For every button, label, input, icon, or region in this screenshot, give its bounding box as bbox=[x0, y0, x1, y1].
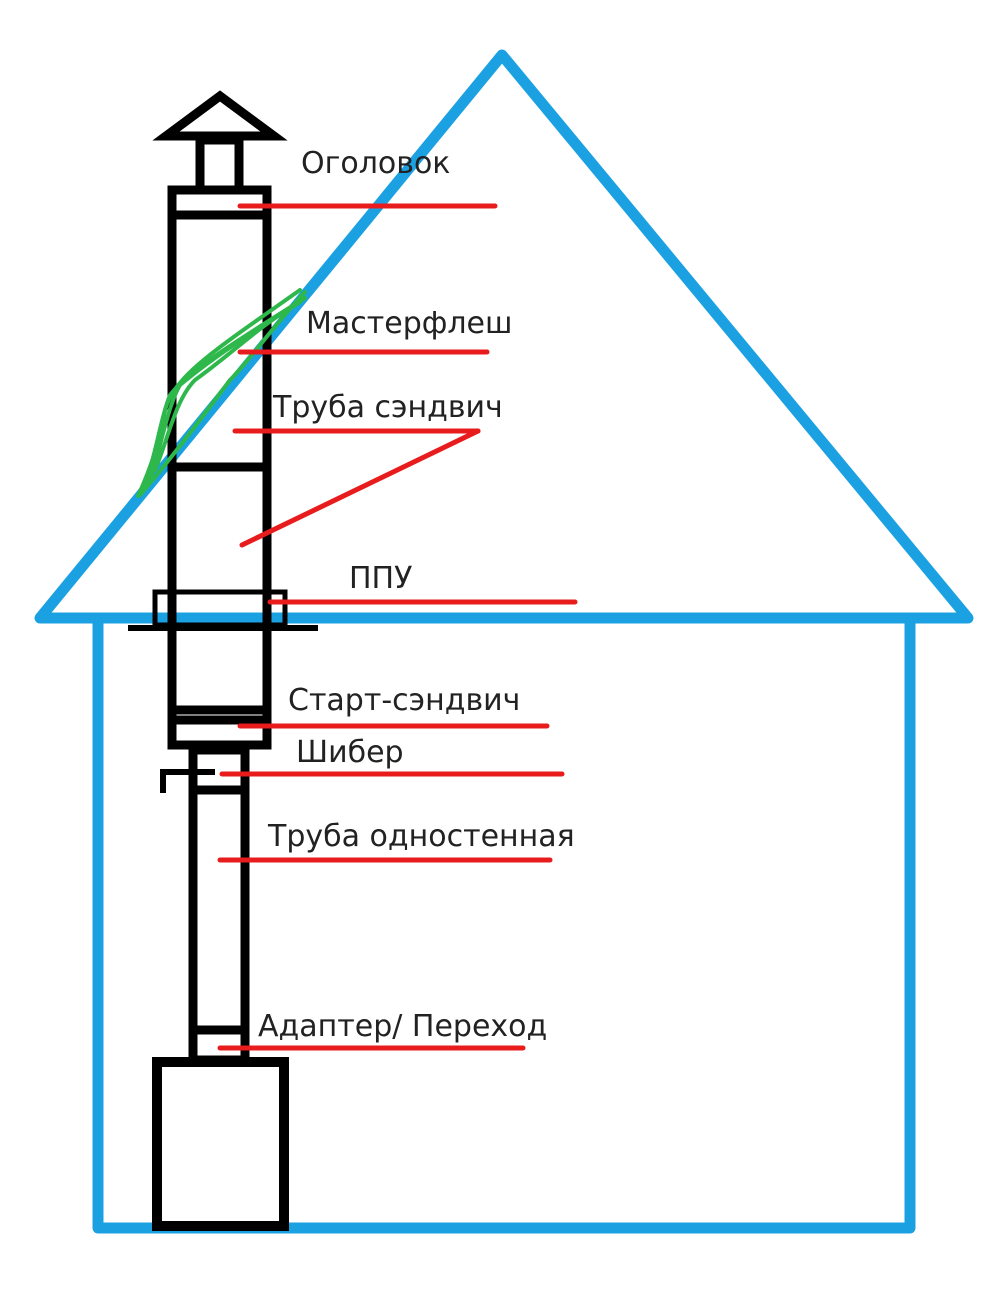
cap-neck bbox=[195, 135, 244, 195]
single-wall-pipe bbox=[188, 745, 250, 1065]
damper-handle bbox=[160, 769, 215, 793]
label-shiber: Шибер bbox=[296, 735, 404, 770]
leader-truba-sendvich-diagonal bbox=[239, 428, 481, 548]
label-truba-sendvich: Труба сэндвич bbox=[273, 390, 503, 425]
leader-lines bbox=[217, 203, 578, 1051]
label-masterflesh: Мастерфлеш bbox=[306, 306, 513, 341]
label-ppu: ППУ bbox=[349, 561, 413, 596]
house bbox=[34, 49, 974, 1234]
label-truba-odnostennaya: Труба одностенная bbox=[268, 819, 575, 854]
stove bbox=[152, 1057, 289, 1231]
flash-stroke-4 bbox=[153, 306, 292, 472]
house-walls bbox=[92, 612, 916, 1234]
label-start-sendvich: Старт-сэндвич bbox=[288, 683, 521, 718]
master-flash-seal bbox=[136, 288, 307, 498]
chimney-cap bbox=[152, 90, 288, 141]
chimney bbox=[128, 90, 318, 1231]
label-adapter: Адаптер/ Переход bbox=[258, 1009, 548, 1044]
flash-stroke-5 bbox=[138, 290, 307, 497]
label-ogolovok: Оголовок bbox=[301, 146, 451, 181]
